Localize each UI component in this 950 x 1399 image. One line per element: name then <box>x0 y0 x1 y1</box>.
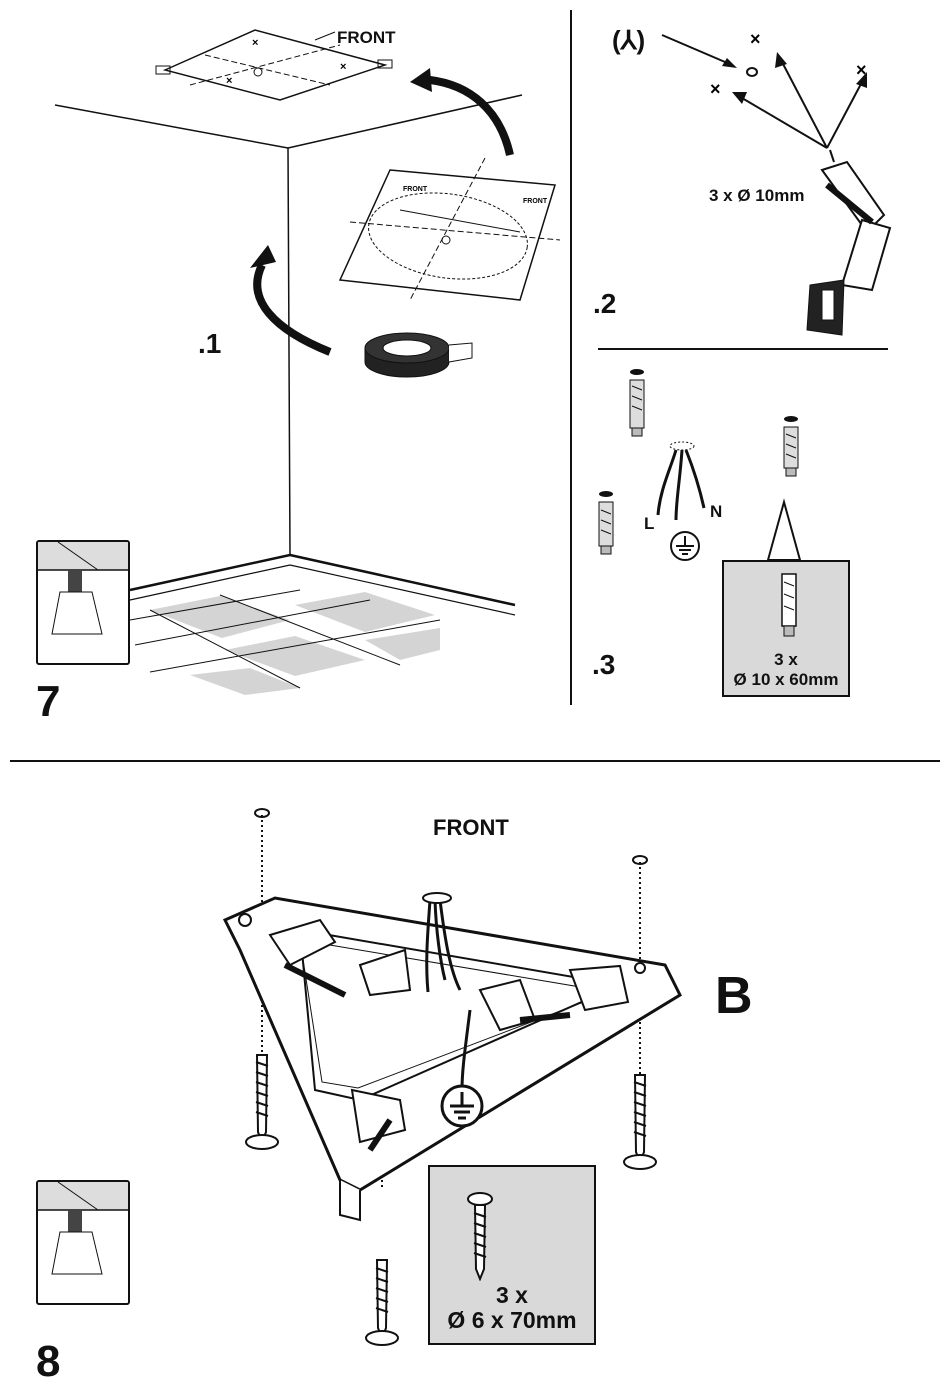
screw-qty-label: 3 x <box>430 1282 594 1309</box>
screw-icon <box>366 1260 398 1345</box>
wire-l-label: L <box>644 515 654 532</box>
wire-n-label: N <box>710 503 722 520</box>
screw-callout-box: 3 x Ø 6 x 70mm <box>428 1165 596 1345</box>
screw-size-label: Ø 6 x 70mm <box>430 1307 594 1334</box>
svg-text:FRONT: FRONT <box>403 186 428 193</box>
step-8-number: 8 <box>36 1340 60 1384</box>
tape-roll-icon <box>365 333 472 377</box>
wall-plug-icon <box>599 491 613 554</box>
paper-template: FRONT FRONT <box>340 158 560 300</box>
substep-1-label: .1 <box>198 330 221 358</box>
template-front-label: FRONT <box>337 29 396 46</box>
lamp-thumbnail-icon <box>36 540 130 665</box>
wall-plug-icon <box>630 369 644 436</box>
substep-2-label: .2 <box>593 290 616 318</box>
screw-icon <box>246 1055 278 1149</box>
plug-size-label: Ø 10 x 60mm <box>724 670 848 690</box>
drilling-drawing: × × × <box>572 0 950 345</box>
plug-callout-box: 3 x Ø 10 x 60mm <box>722 560 850 697</box>
wall-plug-icon <box>764 570 814 640</box>
svg-text:×: × <box>750 29 761 49</box>
screw-icon <box>624 1075 656 1169</box>
step-separator <box>10 760 940 762</box>
plug-qty-label: 3 x <box>724 650 848 670</box>
substep-3-label: .3 <box>592 651 615 679</box>
svg-text:FRONT: FRONT <box>523 198 548 205</box>
step-7-number: 7 <box>36 680 60 724</box>
earth-ground-icon <box>671 532 699 560</box>
floor-tiles <box>130 590 440 695</box>
drill-icon <box>807 150 890 335</box>
svg-text:×: × <box>340 61 346 73</box>
lamp-thumbnail-icon <box>36 1180 130 1305</box>
wall-plug-icon <box>784 416 798 476</box>
drill-spec-label: 3 x Ø 10mm <box>709 187 804 204</box>
svg-text:×: × <box>252 37 258 49</box>
screw-icon <box>460 1191 500 1281</box>
earth-ground-icon <box>442 1086 482 1126</box>
svg-text:×: × <box>710 79 721 99</box>
svg-text:×: × <box>226 75 232 87</box>
